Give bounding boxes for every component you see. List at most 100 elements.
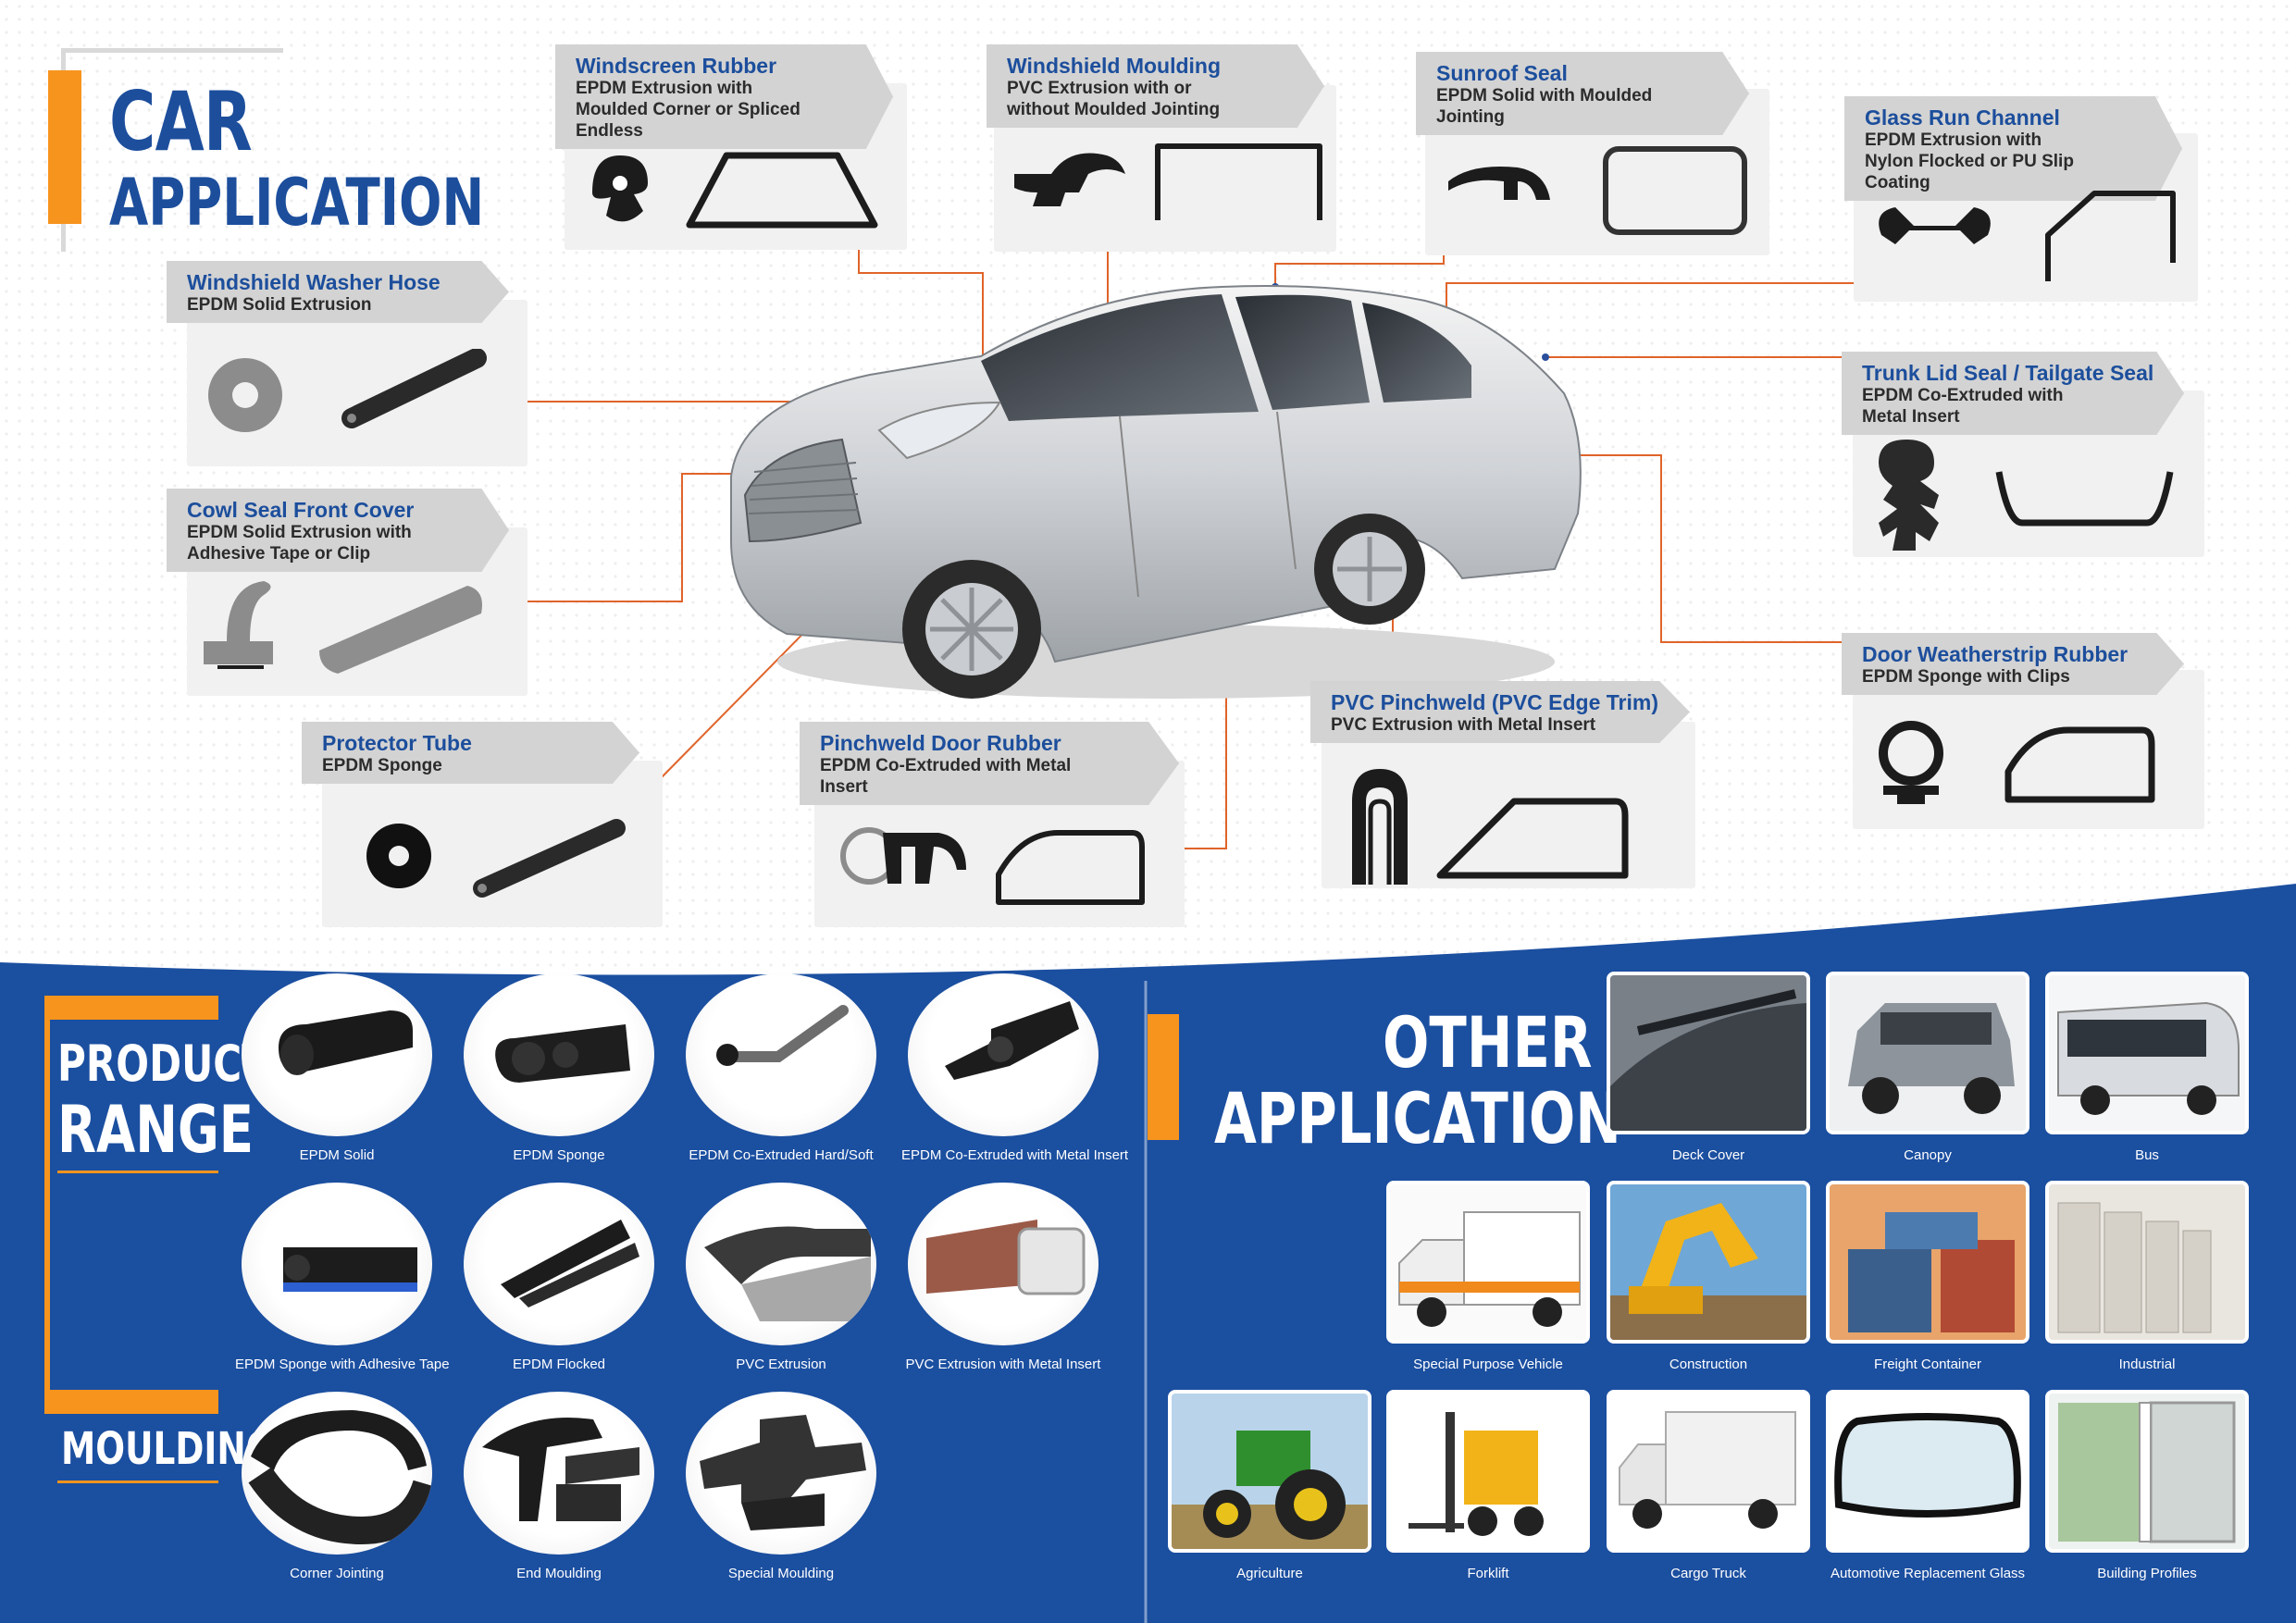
title-frame-top bbox=[61, 48, 283, 53]
callout-head: Sunroof Seal EPDM Solid with Moulded Joi… bbox=[1416, 52, 1749, 135]
product-range-title-line1: PRODUCT bbox=[57, 1035, 268, 1093]
door-weatherstrip-icon bbox=[1879, 721, 2155, 804]
callout-title: Protector Tube bbox=[322, 731, 472, 755]
application-photo bbox=[2045, 972, 2249, 1134]
product-range-orange-side bbox=[44, 1020, 50, 1390]
deck-cover-illustration bbox=[1610, 975, 1806, 1131]
sunroof-seal-profile-icon bbox=[1448, 146, 1747, 235]
product-photo bbox=[242, 1183, 432, 1345]
washer-hose-icon bbox=[208, 349, 487, 432]
product-label: EPDM Sponge bbox=[513, 1147, 605, 1163]
product-range-orange-bar bbox=[44, 996, 218, 1020]
callout-head: Protector Tube EPDM Sponge bbox=[302, 722, 639, 784]
moulding-label: Corner Jointing bbox=[290, 1566, 384, 1581]
callout-subtitle: EPDM Solid with Moulded Jointing bbox=[1436, 86, 1653, 127]
special-moulding-icon bbox=[700, 1415, 866, 1530]
callout-head: PVC Pinchweld (PVC Edge Trim) PVC Extrus… bbox=[1310, 681, 1690, 743]
callout-head: Door Weatherstrip Rubber EPDM Sponge wit… bbox=[1842, 633, 2184, 695]
application-photo bbox=[1607, 972, 1810, 1134]
application-photo bbox=[2045, 1390, 2249, 1553]
bus-illustration bbox=[2049, 975, 2245, 1131]
application-label: Freight Container bbox=[1874, 1357, 1981, 1372]
application-photo bbox=[1168, 1390, 1371, 1553]
other-application-title-line1: OTHER bbox=[1383, 1001, 1593, 1084]
callout-head: Trunk Lid Seal / Tailgate Seal EPDM Co-E… bbox=[1842, 352, 2184, 435]
product-range-title-line2: RANGE bbox=[57, 1092, 254, 1168]
application-item: Industrial bbox=[2045, 1181, 2249, 1372]
application-item: Agriculture bbox=[1168, 1390, 1371, 1581]
callout-title: Windshield Moulding bbox=[1007, 54, 1222, 78]
forklift-illustration bbox=[1390, 1394, 1586, 1549]
application-item: Forklift bbox=[1386, 1390, 1590, 1581]
product-photo bbox=[242, 973, 432, 1136]
application-item: Canopy bbox=[1826, 972, 2029, 1163]
product-label: PVC Extrusion bbox=[736, 1357, 826, 1372]
callout-title: Pinchweld Door Rubber bbox=[820, 731, 1061, 755]
epdm-co-extruded-profile-icon bbox=[716, 1005, 849, 1066]
product-label: PVC Extrusion with Metal Insert bbox=[905, 1357, 1101, 1372]
application-item: Special Purpose Vehicle bbox=[1386, 1181, 1590, 1372]
pinchweld-door-icon bbox=[840, 827, 1145, 905]
product-photo bbox=[464, 973, 654, 1136]
product-item: EPDM Co-Extruded with Metal Insert bbox=[901, 973, 1128, 1163]
canopy-illustration bbox=[1830, 975, 2026, 1131]
callout-subtitle: EPDM Sponge with Clips bbox=[1862, 667, 2070, 687]
callout-head: Cowl Seal Front Cover EPDM Solid Extrusi… bbox=[167, 489, 509, 572]
callout-subtitle: EPDM Solid Extrusion with Adhesive Tape … bbox=[187, 523, 412, 564]
epdm-solid-profile-icon bbox=[279, 1010, 413, 1075]
epdm-sponge-profile-icon bbox=[495, 1024, 630, 1083]
callout-subtitle: EPDM Extrusion with Nylon Flocked or PU … bbox=[1865, 130, 2074, 192]
corner-jointing-icon bbox=[248, 1410, 432, 1545]
application-label: Forklift bbox=[1467, 1566, 1509, 1581]
application-label: Industrial bbox=[2118, 1357, 2176, 1372]
page-title: CAR bbox=[109, 74, 253, 169]
application-item: Cargo Truck bbox=[1607, 1390, 1810, 1581]
moulding-photo bbox=[464, 1392, 654, 1555]
construction-illustration bbox=[1610, 1184, 1806, 1340]
callout-subtitle: PVC Extrusion with Metal Insert bbox=[1331, 715, 1596, 735]
callout-title: Door Weatherstrip Rubber bbox=[1862, 642, 2128, 666]
application-item: Building Profiles bbox=[2045, 1390, 2249, 1581]
callout-title: Sunroof Seal bbox=[1436, 61, 1568, 85]
moulding-label: Special Moulding bbox=[727, 1566, 835, 1581]
application-photo bbox=[2045, 1181, 2249, 1344]
product-item: EPDM Flocked bbox=[457, 1183, 661, 1372]
callout-subtitle: EPDM Co-Extruded with Metal Insert bbox=[820, 756, 1072, 797]
other-application-title-line2: APPLICATION bbox=[1214, 1077, 1621, 1159]
application-label: Deck Cover bbox=[1671, 1147, 1745, 1163]
callout-title: PVC Pinchweld (PVC Edge Trim) bbox=[1331, 690, 1659, 714]
cowl-seal-icon bbox=[204, 581, 482, 674]
pvc-metal-insert-profile-icon bbox=[926, 1220, 1086, 1295]
epdm-flocked-profile-icon bbox=[501, 1220, 639, 1307]
product-item: EPDM Solid bbox=[235, 973, 439, 1163]
application-item: Construction bbox=[1607, 1181, 1810, 1372]
callout-head: Windshield Moulding PVC Extrusion with o… bbox=[987, 44, 1324, 128]
callout-subtitle: EPDM Extrusion with Moulded Corner or Sp… bbox=[576, 79, 800, 141]
application-label: Cargo Truck bbox=[1670, 1566, 1746, 1581]
callout-head: Pinchweld Door Rubber EPDM Co-Extruded w… bbox=[800, 722, 1179, 805]
moulding-label: End Moulding bbox=[516, 1566, 602, 1581]
pvc-pinchweld-icon bbox=[1352, 769, 1629, 885]
product-photo bbox=[908, 1183, 1098, 1345]
product-photo bbox=[908, 973, 1098, 1136]
callout-head: Windscreen Rubber EPDM Extrusion with Mo… bbox=[555, 44, 893, 149]
moulding-item: Special Moulding bbox=[679, 1392, 883, 1581]
product-item: PVC Extrusion bbox=[679, 1183, 883, 1372]
application-item: Freight Container bbox=[1826, 1181, 2029, 1372]
moulding-underline bbox=[57, 1481, 218, 1483]
application-photo bbox=[1607, 1390, 1810, 1553]
product-label: EPDM Sponge with Adhesive Tape bbox=[235, 1357, 450, 1372]
callout-subtitle: EPDM Co-Extruded with Metal Insert bbox=[1862, 386, 2064, 427]
callout-subtitle: EPDM Sponge bbox=[322, 756, 442, 775]
moulding-title: MOULDING bbox=[61, 1423, 275, 1475]
application-label: Automotive Replacement Glass bbox=[1830, 1566, 2026, 1581]
product-label: EPDM Flocked bbox=[512, 1357, 606, 1372]
application-item: Deck Cover bbox=[1607, 972, 1810, 1163]
moulding-orange-bar bbox=[44, 1390, 218, 1414]
application-label: Agriculture bbox=[1236, 1566, 1303, 1581]
application-label: Special Purpose Vehicle bbox=[1413, 1357, 1563, 1372]
cargo-truck-illustration bbox=[1610, 1394, 1806, 1549]
callout-subtitle: EPDM Solid Extrusion bbox=[187, 295, 372, 315]
callout-title: Cowl Seal Front Cover bbox=[187, 498, 415, 522]
protector-tube-icon bbox=[366, 819, 626, 898]
